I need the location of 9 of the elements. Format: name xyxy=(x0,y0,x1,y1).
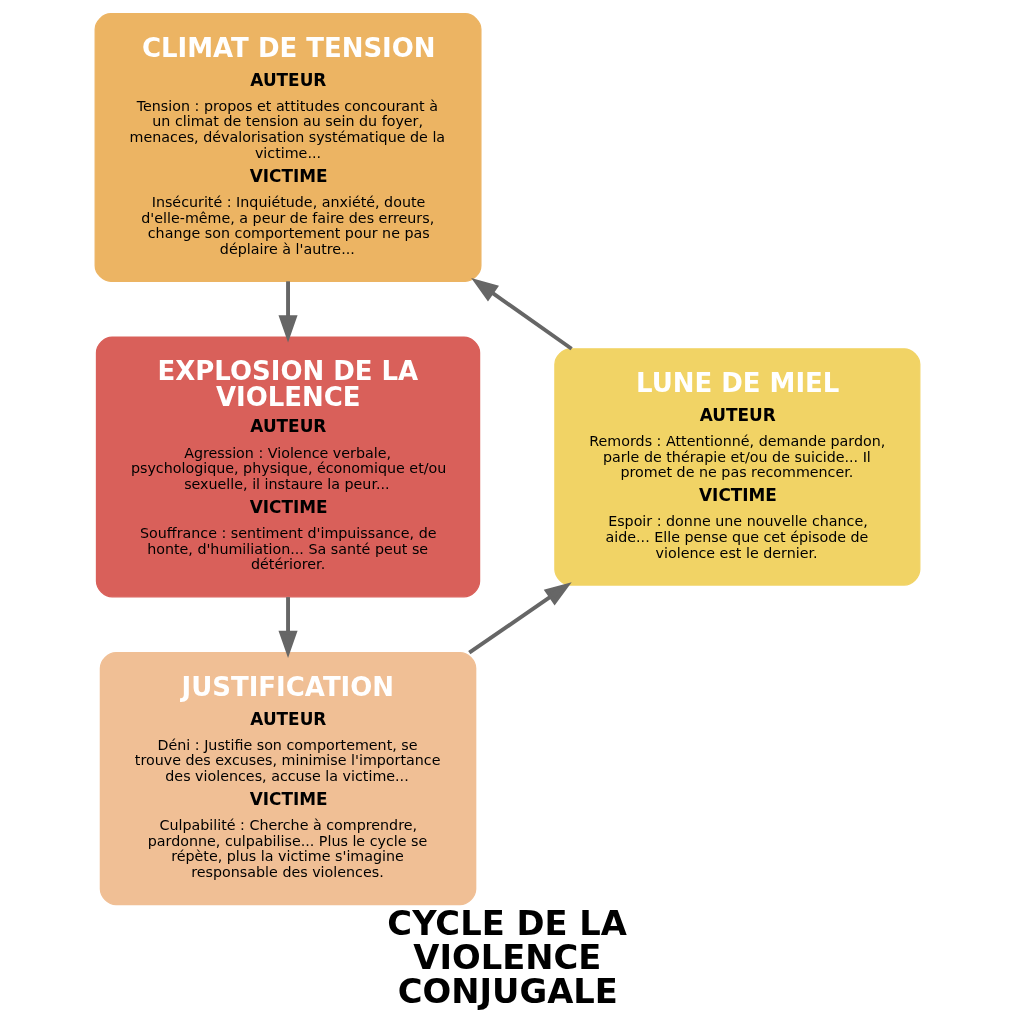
arrow xyxy=(467,582,572,655)
arrow xyxy=(277,597,298,659)
arrow xyxy=(277,281,298,343)
node-box: JUSTIFICATION AUTEUR Déni : Justifie son comportement, se trouve des excuses, minimise l'importance des violences, accuse la victime... VICTIME Culpabilité : Cherche à comprendre, pardonne, culpabilise... Plus le cycle se répète, plus la victime s'imagine responsable des violences. xyxy=(99,652,476,906)
node-box: LUNE DE MIEL AUTEUR Remords : Attentionné, demande pardon, parle de thérapie et/ou de suicide... Il promet de ne pas recommencer. VICTIME Espoir : donne une nouvelle chance, aide... Elle pense que cet épisode de violence est le dernier. xyxy=(553,348,920,586)
node-box: EXPLOSION DE LA VIOLENCE AUTEUR Agression : Violence verbale, psychologique, physique, économique et/ou sexuelle, il instaure la peur... VICTIME Souffrance : sentiment d'impuissance, de honte, d'humiliation... Sa santé peut se détériorer. xyxy=(95,336,480,598)
arrow xyxy=(470,277,573,351)
node-box: CLIMAT DE TENSION AUTEUR Tension : propos et attitudes concourant à un climat de tension au sein du foyer, menaces, dévalorisation systématique de la victime... VICTIME Insécurité : Inquiétude, anxiété, doute d'elle-même, a peur de faire des erreurs, change son comportement pour ne pas déplaire à l'autre... xyxy=(94,13,482,282)
diagram-title: CYCLE DE LA VIOLENCE CONJUGALE xyxy=(386,904,627,1012)
